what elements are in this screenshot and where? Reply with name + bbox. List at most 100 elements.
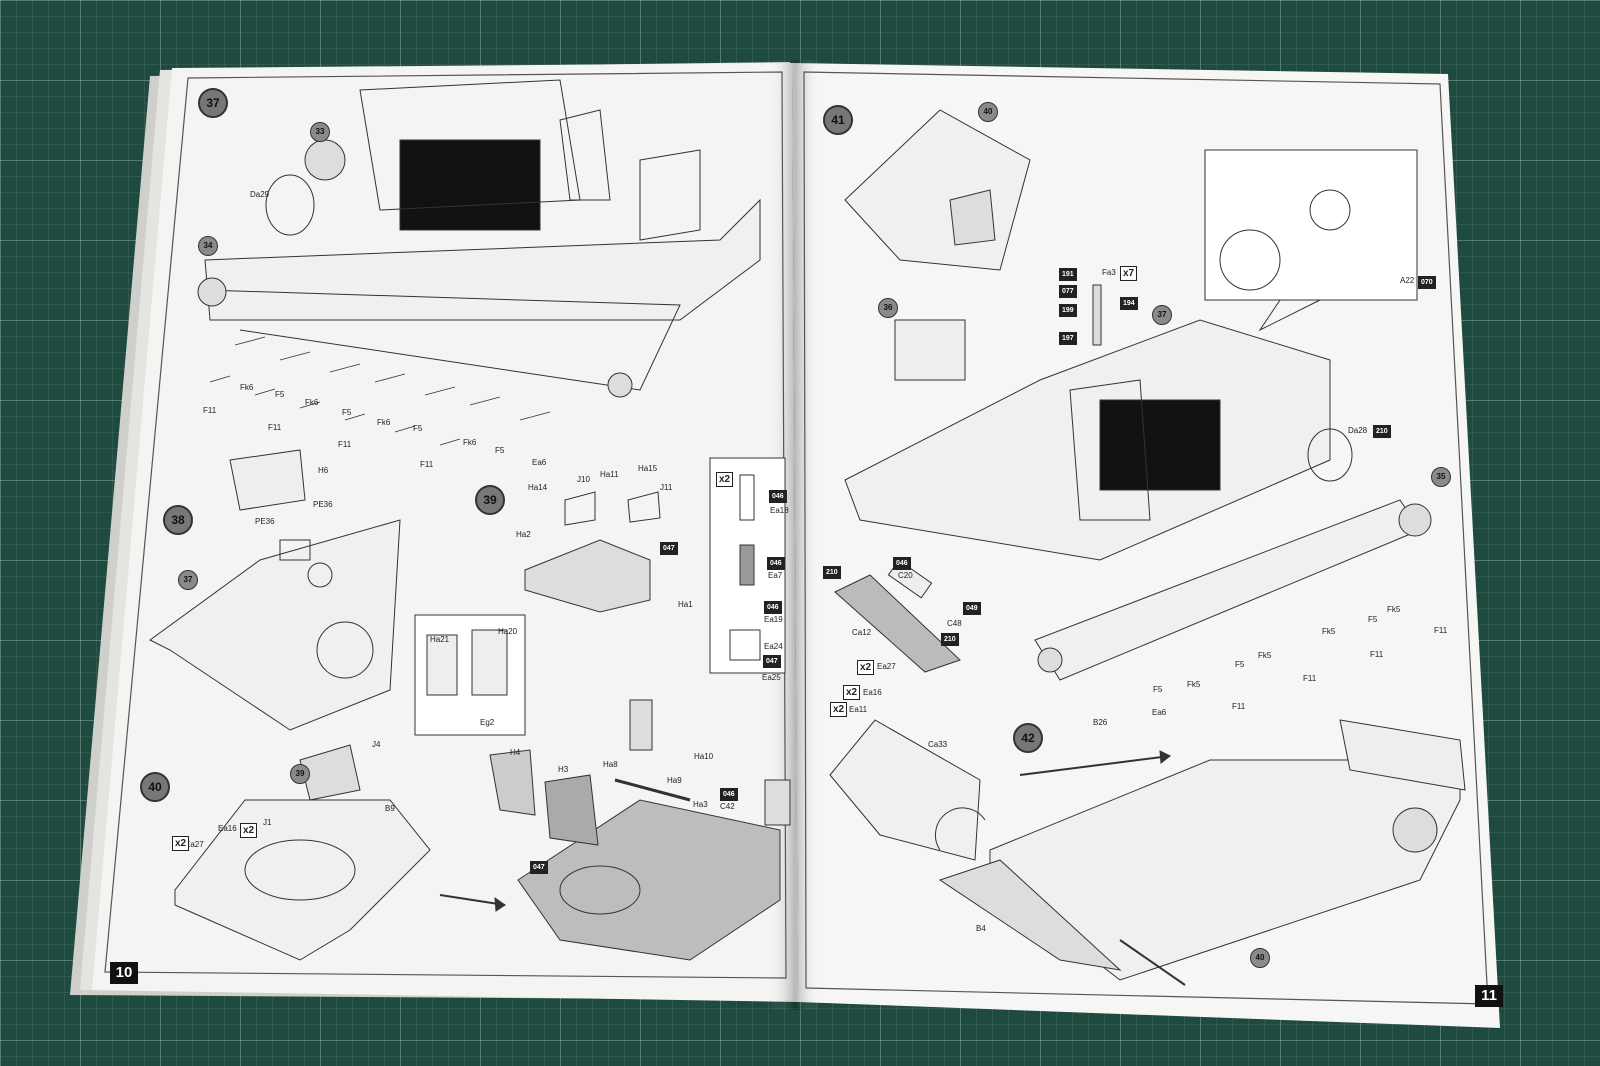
part-code: 191 — [1059, 268, 1077, 281]
step-42-badge: 42 — [1013, 723, 1043, 753]
part-label: Ha1 — [678, 600, 693, 609]
x2-badge: x2 — [716, 472, 734, 487]
ref-40-top: 40 — [978, 102, 998, 122]
part-code: 077 — [1059, 285, 1077, 298]
part-label: Fk6 — [305, 398, 319, 407]
part-label: J11 — [660, 483, 673, 492]
part-code: 046 — [893, 557, 911, 570]
ref-37-right: 37 — [1152, 305, 1172, 325]
x2-badge: x2 — [172, 836, 190, 851]
part-label: F5 — [1235, 660, 1245, 669]
part-label: Eg2 — [480, 718, 495, 727]
part-code: 199 — [1059, 304, 1077, 317]
part-label: Ea25 — [762, 673, 781, 682]
part-label: Ea27 — [185, 840, 204, 849]
part-label: Ea19 — [764, 615, 783, 624]
part-code: 046 — [769, 490, 787, 503]
part-label: B9 — [385, 804, 395, 813]
part-label: Ha8 — [603, 760, 618, 769]
ref-40-bottom: 40 — [1250, 948, 1270, 968]
part-label: F11 — [1434, 626, 1448, 635]
part-label: H4 — [510, 748, 521, 757]
part-label: H3 — [558, 765, 569, 774]
part-label: J4 — [372, 740, 381, 749]
part-code: 210 — [823, 566, 841, 579]
part-label: F11 — [1303, 674, 1317, 683]
x2-badge: x2 — [830, 702, 848, 717]
part-label: F11 — [203, 406, 217, 415]
part-code: 049 — [963, 602, 981, 615]
part-label: Da29 — [250, 190, 270, 199]
part-label: H6 — [318, 466, 329, 475]
part-label: Ha21 — [430, 635, 450, 644]
part-label: Ha15 — [638, 464, 658, 473]
part-label: Ha20 — [498, 627, 518, 636]
part-code: 210 — [941, 633, 959, 646]
part-code: 047 — [660, 542, 678, 555]
part-label: F5 — [495, 446, 505, 455]
part-label: J1 — [263, 818, 272, 827]
ref-39: 39 — [290, 764, 310, 784]
part-label: Ea27 — [877, 662, 896, 671]
part-label: F5 — [413, 424, 423, 433]
x7-badge: x7 — [1120, 266, 1138, 281]
part-label: Ca12 — [852, 628, 872, 637]
part-label: Fa3 — [1102, 268, 1116, 277]
part-label: Ha2 — [516, 530, 531, 539]
x2-badge: x2 — [843, 685, 861, 700]
part-label: C20 — [898, 571, 913, 580]
step-41-badge: 41 — [823, 105, 853, 135]
step-40-badge: 40 — [140, 772, 170, 802]
left-page-number: 10 — [110, 962, 138, 984]
part-label: F11 — [268, 423, 282, 432]
part-label: F5 — [342, 408, 352, 417]
part-code: 210 — [1373, 425, 1391, 438]
ref-36: 36 — [878, 298, 898, 318]
part-label: Ea16 — [218, 824, 237, 833]
part-label: B26 — [1093, 718, 1108, 727]
part-label: F11 — [1370, 650, 1384, 659]
part-label: Ha11 — [600, 470, 619, 479]
ref-33: 33 — [310, 122, 330, 142]
ref-35: 35 — [1431, 467, 1451, 487]
ref-34: 34 — [198, 236, 218, 256]
part-label: Ea24 — [764, 642, 783, 651]
step-37-badge: 37 — [198, 88, 228, 118]
part-label: C48 — [947, 619, 962, 628]
part-label: Ea18 — [770, 506, 789, 515]
part-label: Ha3 — [693, 800, 708, 809]
part-label: F11 — [1232, 702, 1246, 711]
part-label: J10 — [577, 475, 590, 484]
right-page-number: 11 — [1475, 985, 1503, 1007]
part-label: PE36 — [313, 500, 333, 509]
part-code: 047 — [763, 655, 781, 668]
part-label: F11 — [338, 440, 352, 449]
part-code: 194 — [1120, 297, 1138, 310]
part-label: Fk5 — [1387, 605, 1401, 614]
part-label: PE36 — [255, 517, 275, 526]
x2-badge: x2 — [240, 823, 258, 838]
part-code: 046 — [764, 601, 782, 614]
step-39-badge: 39 — [475, 485, 505, 515]
part-code: 197 — [1059, 332, 1077, 345]
part-label: Fk6 — [463, 438, 477, 447]
part-code: 046 — [767, 557, 785, 570]
part-label: Da28 — [1348, 426, 1368, 435]
part-label: Ha10 — [694, 752, 714, 761]
part-label: Ha14 — [528, 483, 548, 492]
part-label: C42 — [720, 802, 735, 811]
part-label: F5 — [1153, 685, 1163, 694]
part-label: Fk5 — [1187, 680, 1201, 689]
part-label: Ea6 — [532, 458, 547, 467]
part-label: Fk6 — [240, 383, 254, 392]
part-label: Fk6 — [377, 418, 391, 427]
part-label: F5 — [275, 390, 285, 399]
step-38-badge: 38 — [163, 505, 193, 535]
part-label: F11 — [420, 460, 434, 469]
part-label: A22 — [1400, 276, 1415, 285]
part-label: Ea11 — [849, 705, 868, 714]
part-label: B4 — [976, 924, 986, 933]
ref-37-left: 37 — [178, 570, 198, 590]
part-code: 070 — [1418, 276, 1436, 289]
